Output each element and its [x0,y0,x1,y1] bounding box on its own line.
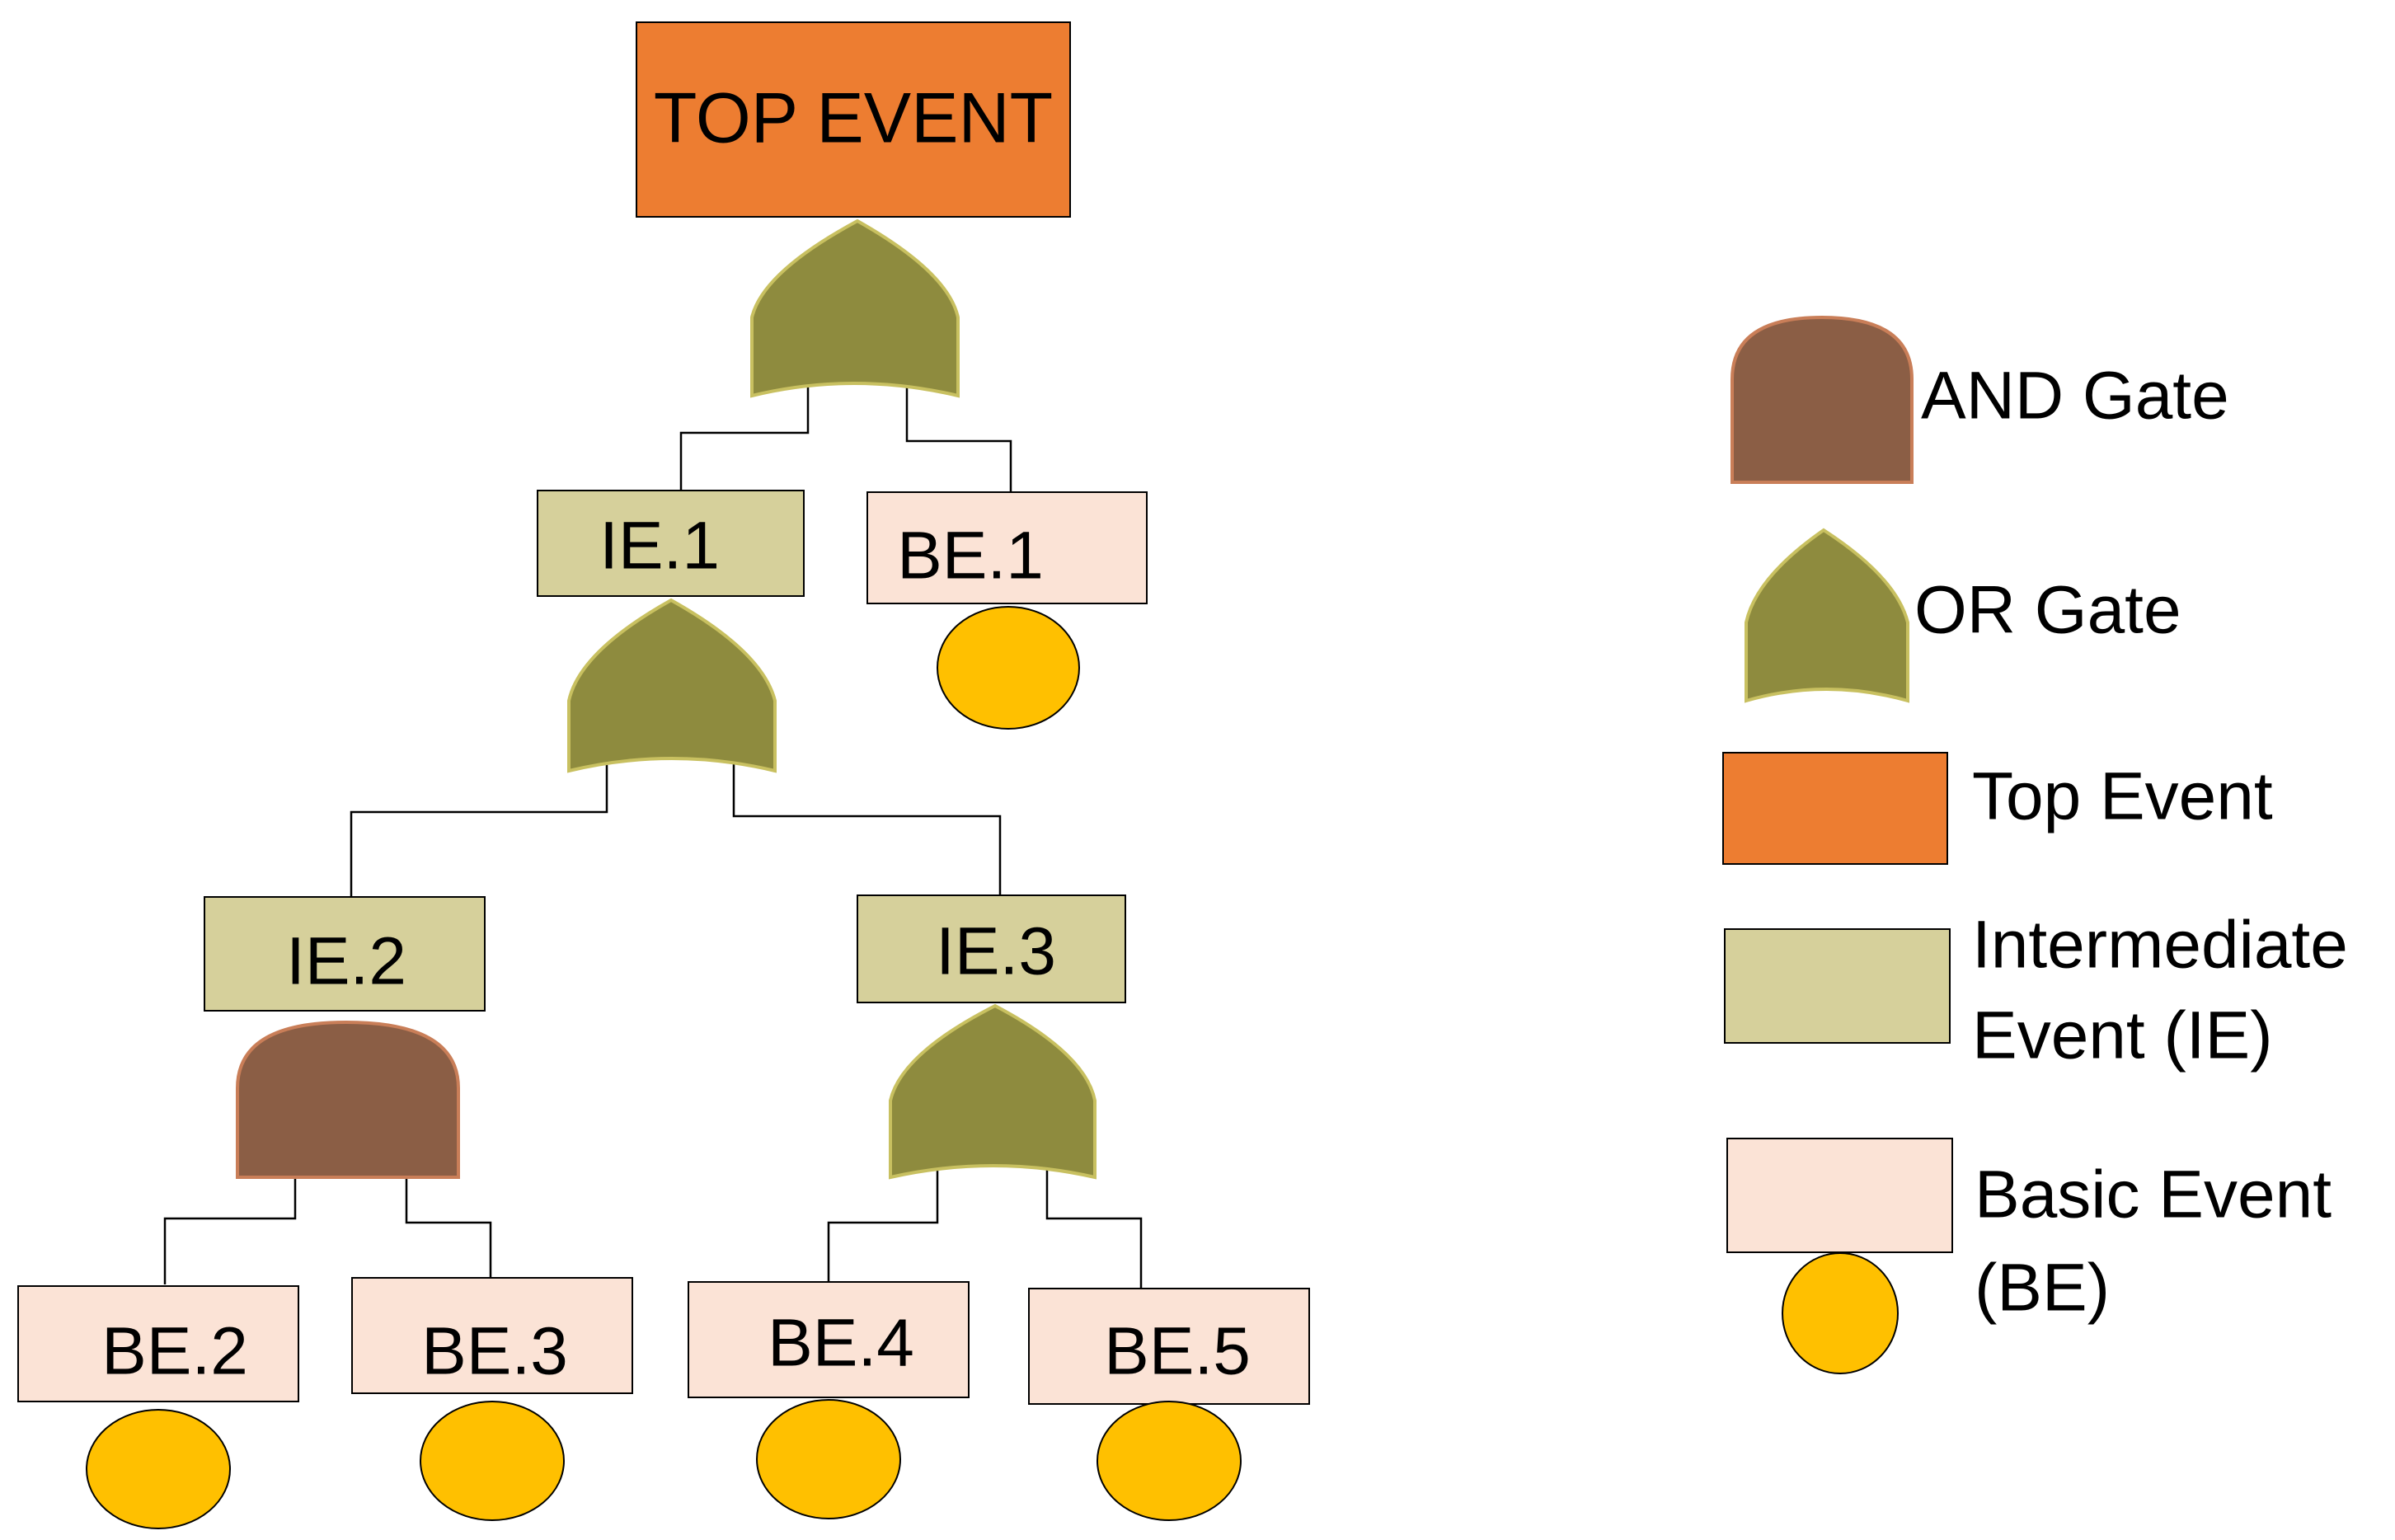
legend-intermediate-label-line2: Event (IE) [1972,998,2273,1073]
intermediate-event-box-ie1 [537,490,805,597]
legend-basic-label-line2: (BE) [1975,1251,2110,1326]
legend-basic-label-line1: Basic Event [1975,1157,2332,1232]
legend-and-gate-label: AND Gate [1921,359,2229,434]
legend-and-gate-icon [1731,315,1914,484]
legend-top-event-label: Top Event [1972,759,2273,834]
legend-top-event-swatch [1722,752,1948,865]
be3-label: BE.3 [421,1314,568,1389]
legend-or-gate-icon [1745,528,1909,703]
basic-event-circle-be1 [937,606,1080,730]
intermediate-event-box-ie3 [857,894,1126,1003]
be4-label: BE.4 [768,1306,914,1381]
ie3-label: IE.3 [936,914,1056,989]
legend-or-gate-label: OR Gate [1914,573,2181,648]
basic-event-circle-be2 [86,1409,231,1529]
intermediate-event-box-ie2 [204,896,486,1012]
and-gate-icon [236,1020,460,1179]
be1-label: BE.1 [897,519,1044,594]
legend-basic-event-circle [1782,1252,1899,1374]
basic-event-circle-be3 [420,1401,565,1521]
ie1-label: IE.1 [599,509,720,584]
or-gate-icon [889,1003,1097,1180]
or-gate-icon [567,598,777,773]
basic-event-box-be1 [866,491,1148,604]
or-gate-icon [750,218,960,398]
legend-intermediate-event-swatch [1724,928,1951,1044]
legend-intermediate-label-line1: Intermediate [1972,908,2348,983]
basic-event-box-be2 [17,1285,299,1402]
basic-event-circle-be5 [1097,1401,1242,1521]
ie2-label: IE.2 [286,924,406,999]
basic-event-circle-be4 [756,1399,901,1519]
be2-label: BE.2 [101,1314,248,1389]
be5-label: BE.5 [1104,1314,1251,1389]
legend: AND Gate OR Gate Top Event Intermediate … [1722,315,2348,1374]
basic-event-box-be3 [351,1277,633,1394]
connector-lines [163,383,1143,1289]
top-event-label: TOP EVENT [654,79,1053,158]
legend-basic-event-swatch [1726,1138,1953,1253]
top-event-box [636,21,1071,218]
basic-event-box-be4 [688,1281,970,1398]
